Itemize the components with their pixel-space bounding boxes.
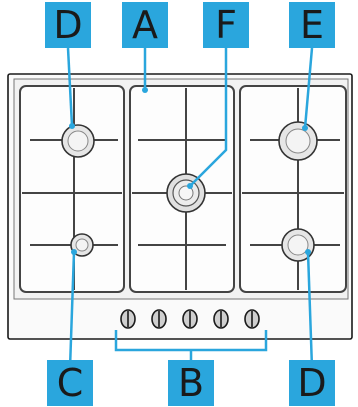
label-box-d-bottom [289,360,335,406]
knob-4 [213,309,229,329]
burner-right-rear [278,121,318,161]
knob-3 [182,309,198,329]
label-box-f [203,2,249,48]
knob-2 [151,309,167,329]
grate-right [239,85,347,293]
label-box-a [122,2,168,48]
label-d-bottom: D [297,361,327,405]
label-box-d-top [45,2,91,48]
label-d-top: D [53,3,83,47]
label-e: E [299,3,324,47]
label-box-b [168,360,214,406]
leader-e [303,47,314,129]
label-box-c [47,360,93,406]
label-a: A [132,3,158,47]
leader-c [68,251,76,369]
label-c: C [56,361,84,405]
leader-f [189,48,228,187]
control-knobs [120,309,260,329]
burner-left-rear [61,124,95,158]
knob-1 [120,309,136,329]
knob-5 [244,309,260,329]
burner-center-wok [166,173,206,213]
leader-d-bottom [306,251,314,369]
leader-lines [66,47,314,369]
label-f: F [215,3,237,47]
label-b: B [177,361,205,405]
leader-d-top [66,47,74,127]
label-box-e [289,2,335,48]
